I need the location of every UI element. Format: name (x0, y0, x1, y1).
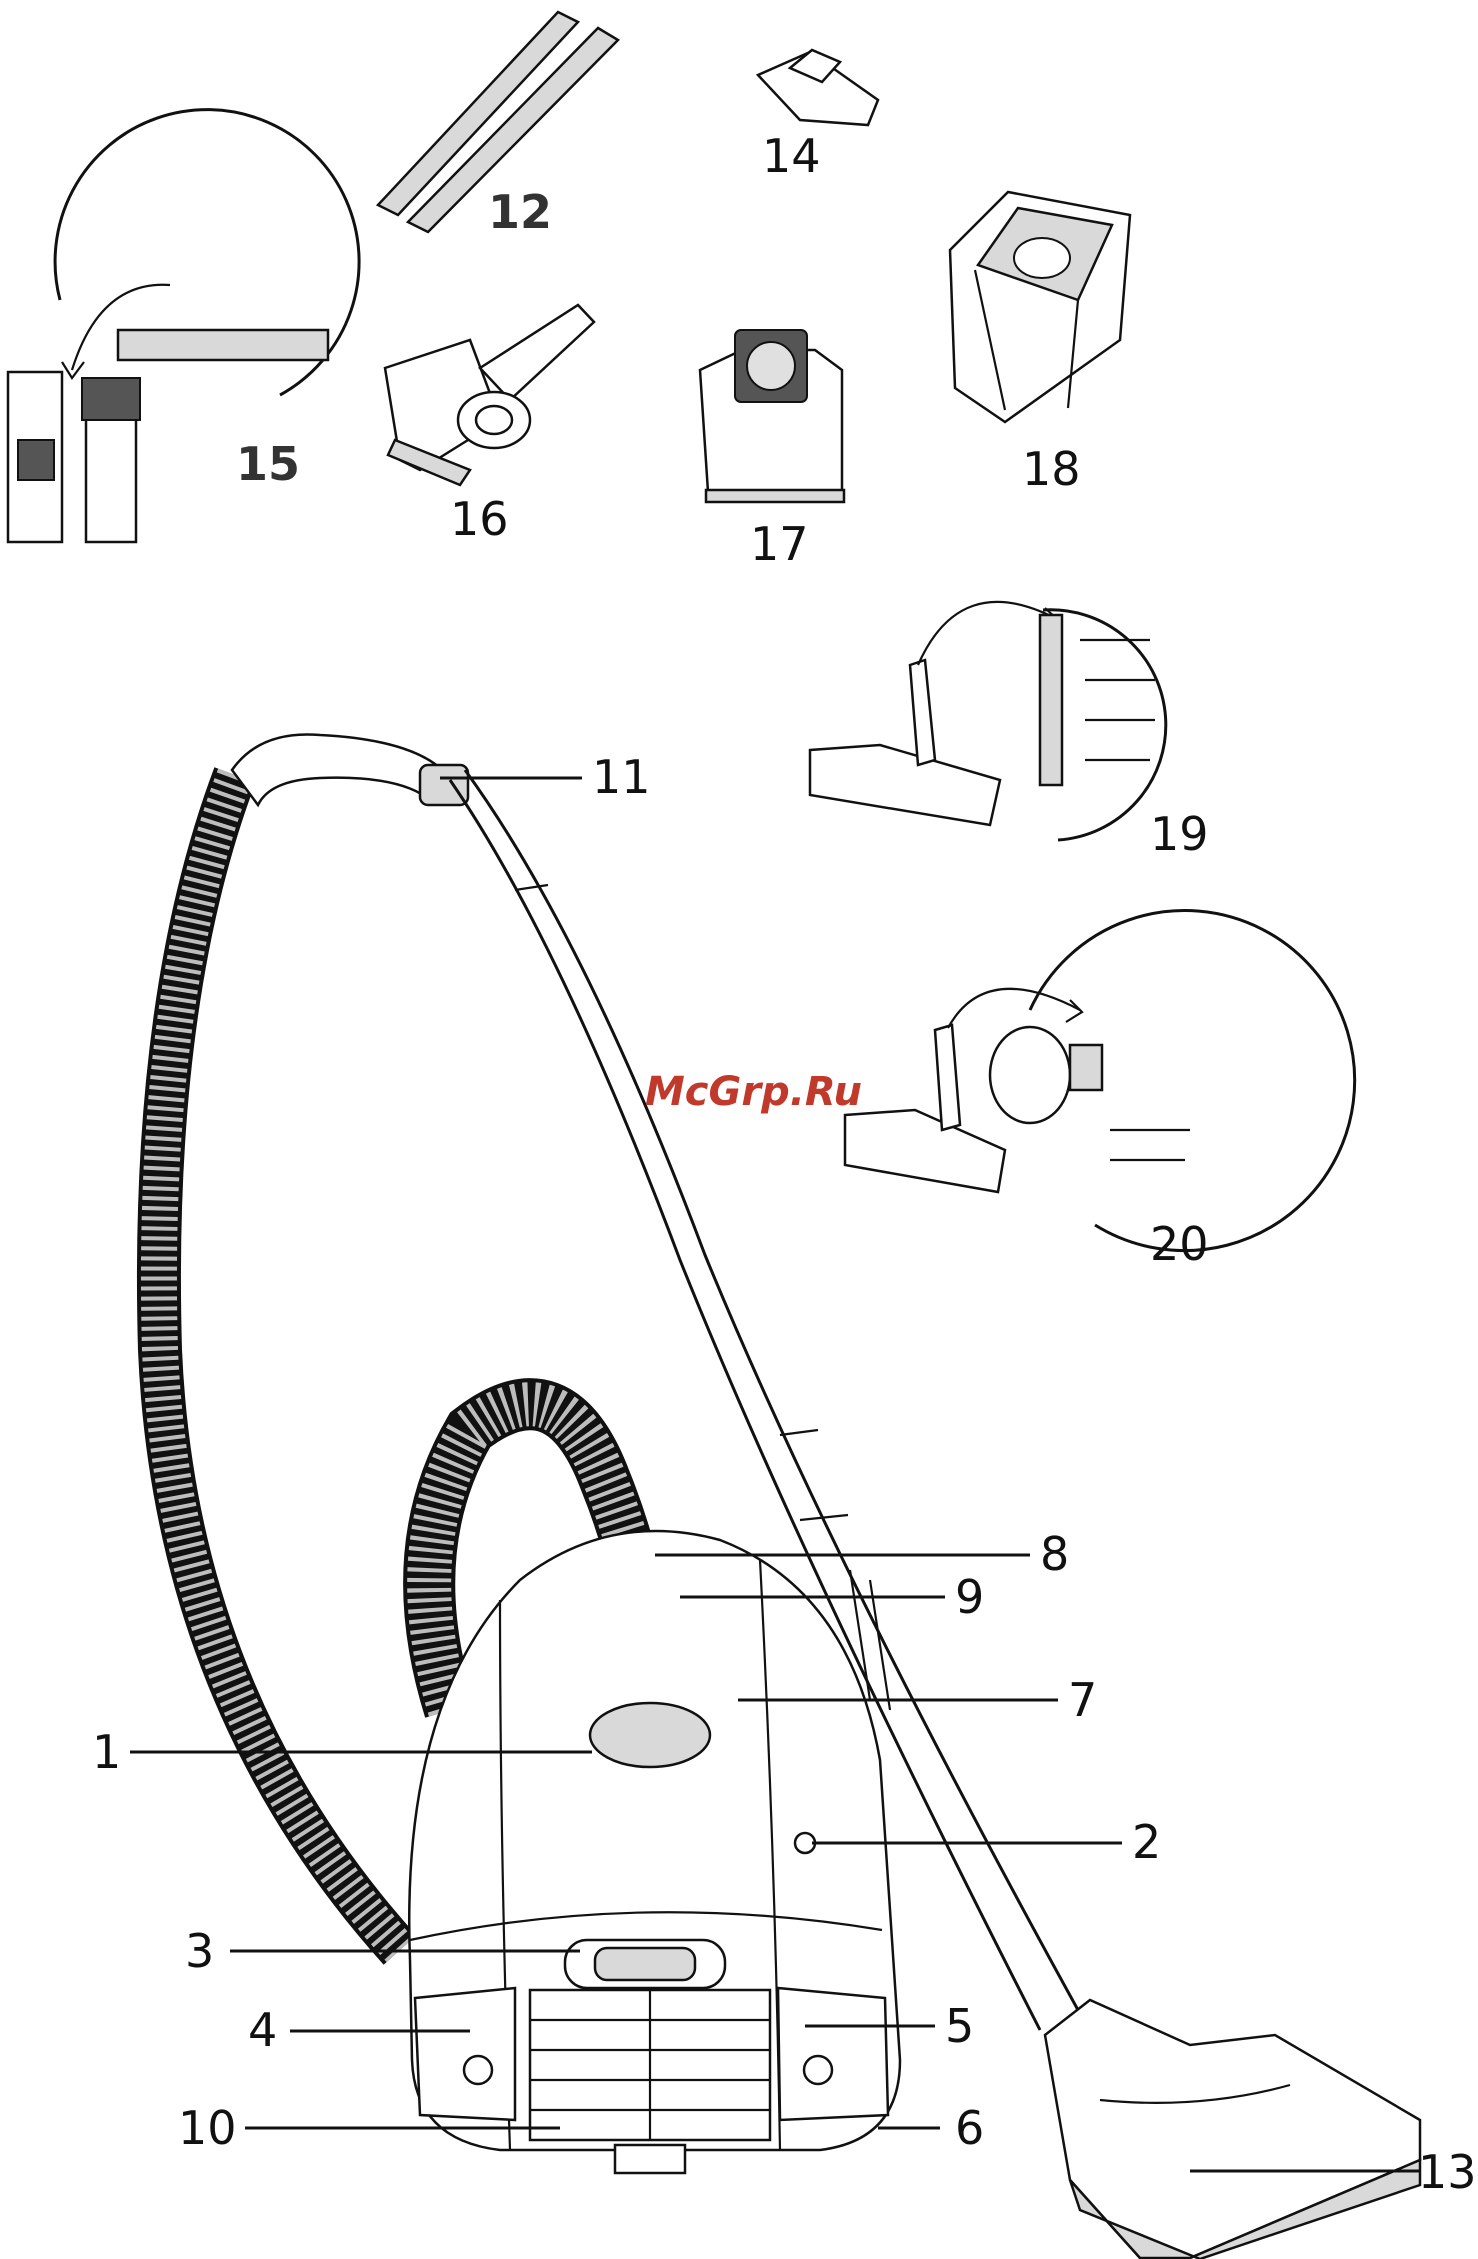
callout-label-10: 10 (178, 2101, 237, 2155)
callout-label-13: 13 (1418, 2145, 1477, 2199)
watermark: McGrp.Ru (645, 1069, 862, 1115)
bag-holder-illustration (950, 192, 1130, 422)
callout-label-15: 15 (236, 437, 300, 491)
callout-label-2: 2 (1132, 1815, 1161, 1869)
callout-label-4: 4 (248, 2003, 277, 2057)
callout-label-18: 18 (1022, 442, 1081, 496)
callout-label-17: 17 (750, 517, 809, 571)
callout-label-11: 11 (592, 750, 651, 804)
callout-label-14: 14 (762, 129, 821, 183)
crevice-tool-inset-illustration (8, 110, 359, 542)
callout-label-9: 9 (955, 1570, 984, 1624)
callout-label-7: 7 (1068, 1673, 1097, 1727)
callout-label-12: 12 (488, 185, 552, 239)
callout-label-8: 8 (1040, 1527, 1069, 1581)
floor-nozzle-parking-inset-20 (845, 911, 1355, 1251)
callout-label-3: 3 (185, 1924, 214, 1978)
callout-label-19: 19 (1150, 807, 1209, 861)
floor-nozzle-parking-inset-19 (810, 602, 1166, 840)
callout-label-6: 6 (955, 2101, 984, 2155)
callout-label-1: 1 (92, 1725, 121, 1779)
callout-label-20: 20 (1150, 1217, 1209, 1271)
turbo-brush-illustration (385, 305, 594, 485)
dust-bag-illustration (700, 330, 844, 502)
callout-label-5: 5 (945, 1999, 974, 2053)
upholstery-nozzle-illustration (758, 50, 878, 125)
callout-label-16: 16 (450, 492, 509, 546)
